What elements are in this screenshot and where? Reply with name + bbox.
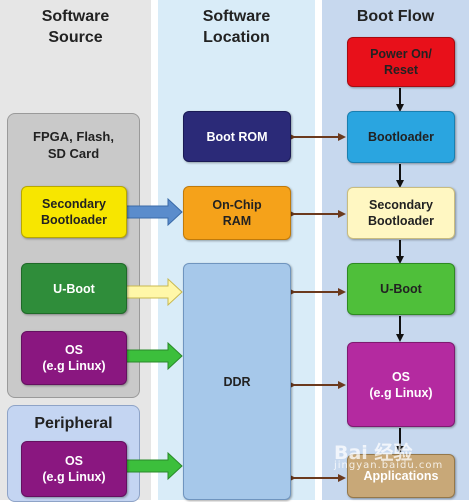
baidu-watermark-url: jingyan.baidu.com — [334, 460, 444, 471]
flow-applications-box: Applications — [347, 454, 455, 498]
peripheral-panel-label: Peripheral — [34, 415, 113, 432]
source-secondary-bootloader-box: Secondary Bootloader — [21, 186, 127, 238]
source-uboot-box: U-Boot — [21, 263, 127, 314]
software-location-header: Software Location — [202, 8, 271, 46]
boot-flow-header: Boot Flow — [356, 8, 435, 25]
power-on-reset-box: Power On/ Reset — [347, 37, 455, 87]
on-chip-ram-box: On-Chip RAM — [183, 186, 291, 240]
arrow-peri-os-to-ddr — [125, 451, 183, 481]
software-source-header: Software Source — [41, 8, 110, 46]
arrow-secondary-to-ram — [125, 197, 183, 227]
baidu-watermark: Bai 经验 — [334, 442, 413, 464]
source-os-box: OS (e.g Linux) — [21, 331, 127, 385]
ddr-box: DDR — [183, 263, 291, 500]
arrow-os-to-ddr — [125, 341, 183, 371]
peripheral-os-box: OS (e.g Linux) — [21, 441, 127, 497]
flow-uboot-box: U-Boot — [347, 263, 455, 315]
boot-rom-box: Boot ROM — [183, 111, 291, 162]
arrow-uboot-to-ddr — [125, 277, 183, 307]
flow-os-box: OS (e.g Linux) — [347, 342, 455, 427]
flow-secondary-bootloader-box: Secondary Bootloader — [347, 187, 455, 239]
flow-bootloader-box: Bootloader — [347, 111, 455, 163]
storage-panel-label: FPGA, Flash, SD Card — [33, 129, 114, 161]
